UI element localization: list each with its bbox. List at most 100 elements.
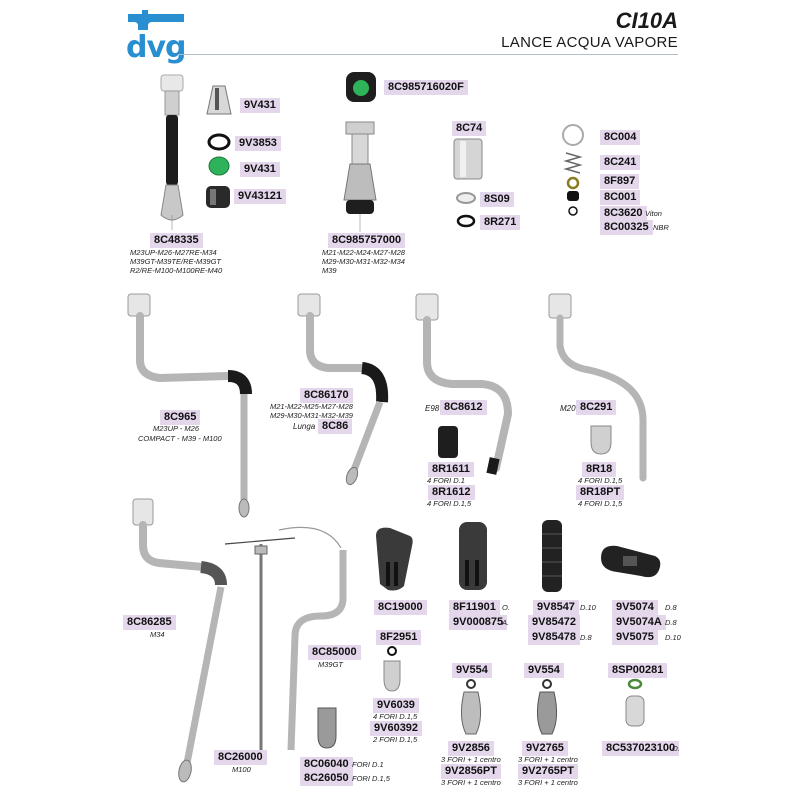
part-code: 8C26000 (214, 750, 267, 765)
part-code: 9V5074 (612, 600, 658, 615)
part-note: M29-M30-M31-M32-M34 (322, 257, 405, 266)
brand-logo: dvg (126, 8, 206, 65)
valve-parts-stack-image (562, 124, 584, 216)
document-title: LANCE ACQUA VAPORE (501, 34, 678, 51)
part-label: Lunga (293, 422, 316, 431)
part-note: M39 (322, 266, 337, 275)
part-code: 8R18 (582, 462, 617, 477)
part-note: D.8 (665, 618, 677, 627)
header-divider (178, 54, 678, 55)
part-code: 8C06040 (300, 757, 353, 772)
part-note: 4 FORI D.1,5 (373, 712, 418, 721)
part-code: 8C86170 (300, 388, 353, 403)
part-note: D.8 (665, 603, 677, 612)
part-note: FORI D.1 (352, 760, 384, 769)
part-code: 8C001 (600, 190, 641, 205)
faucet-icon (128, 10, 184, 30)
part-code: 9V85472 (528, 615, 581, 630)
part-code: 8C26050 (300, 771, 353, 786)
part-note: M29-M30-M31-M32-M39 (270, 411, 353, 420)
o-ring-image (456, 214, 476, 228)
part-note: 3 FORI + 1 centro (518, 778, 578, 787)
black-tip-image (438, 426, 458, 458)
part-note: 3 FORI + 1 centro (441, 778, 501, 787)
part-note: M39GT (318, 660, 344, 669)
steam-wand-8C965-image (127, 293, 252, 518)
part-note: M21-M22-M25-M27-M28 (270, 402, 353, 411)
part-note: M21-M22-M24-M27-M28 (322, 248, 405, 257)
part-code: 8C86 (318, 419, 353, 434)
part-code: 8C985757000 (328, 233, 406, 248)
cone-part-image (206, 85, 232, 115)
steam-tube-8C48335-image (160, 74, 184, 230)
part-code: 8C85000 (308, 645, 361, 660)
part-code: 9V60392 (370, 721, 423, 736)
part-note: COMPACT - M39 - M100 (138, 434, 222, 443)
part-code: 9V8547 (533, 600, 579, 615)
steam-wand-8C85000-image (224, 526, 347, 751)
steam-nozzle-image (343, 121, 377, 232)
part-code: 8F897 (600, 174, 640, 189)
steel-tip-image (590, 425, 612, 455)
tip-with-ring-image (383, 646, 401, 692)
part-note: O. (502, 603, 510, 612)
part-code: 8C241 (600, 155, 641, 170)
black-grip-image (459, 522, 487, 590)
part-code: 8R271 (480, 215, 521, 230)
part-code: 8C965 (160, 410, 201, 425)
part-code: 9V554 (524, 663, 564, 678)
part-note: M23UP-M26-M27RE-M34 (130, 248, 217, 257)
part-note: D.8 (580, 633, 592, 642)
logo-text: dvg (126, 30, 187, 65)
black-cap-image (206, 186, 230, 208)
part-label: M20 (560, 404, 576, 413)
part-code: 8C3620 (600, 206, 647, 221)
steam-wand-8C291-image (548, 293, 647, 482)
nut-image (453, 138, 483, 180)
part-code: 9V431 (240, 98, 280, 113)
steam-wand-8C86285-image (132, 498, 227, 783)
part-code: 8C19000 (374, 600, 427, 615)
part-code: 9V2765 (522, 741, 568, 756)
green-cap-image (208, 156, 230, 176)
green-ring-tip-image (625, 678, 645, 727)
steam-wand-8C86170-image (297, 293, 389, 486)
part-note: NBR (653, 223, 669, 232)
document-code: CI10A (615, 8, 678, 33)
steam-wand-8C8612-image (415, 293, 513, 475)
part-note: R2/RE-M100-M100RE-M40 (130, 266, 223, 275)
part-code: 8S09 (480, 192, 514, 207)
steel-nozzle-image (536, 679, 558, 735)
part-code: 9V5075 (612, 630, 658, 645)
steel-nozzle-image (460, 679, 482, 735)
part-code: 9V2856PT (441, 764, 501, 779)
part-code: 8SP00281 (608, 663, 668, 678)
part-code: 9V3853 (235, 136, 281, 151)
part-note: 4 FORI D.1 (427, 476, 465, 485)
part-code: 8R1612 (428, 485, 475, 500)
part-note: 3 FORI + 1 centro (518, 755, 578, 764)
ribbed-black-grip-image (542, 520, 562, 592)
part-code: 8F2951 (376, 630, 422, 645)
part-code: 8C48335 (150, 233, 203, 248)
washer-image (456, 192, 476, 204)
part-note: FORI D.1,5 (352, 774, 390, 783)
part-note: 4 FORI D.1,5 (578, 499, 623, 508)
part-code: 8R18PT (576, 485, 625, 500)
green-nozzle-cap-image (346, 72, 376, 102)
black-sleeve-image (376, 527, 413, 591)
part-code: 8F11901 (449, 600, 500, 615)
black-knob-image (601, 545, 661, 578)
part-code: 8C74 (452, 121, 487, 136)
part-note: A. (502, 618, 510, 627)
part-code: 9V431 (240, 162, 280, 177)
part-note: M34 (150, 630, 165, 639)
part-code: 8C985716020F (384, 80, 468, 95)
part-code: 8C291 (576, 400, 617, 415)
part-code: 9V6039 (373, 698, 419, 713)
tip-image (317, 707, 337, 749)
part-code: 8C004 (600, 130, 641, 145)
part-label: E98 (425, 404, 440, 413)
part-code: 8C86285 (123, 615, 176, 630)
part-code: 8C537023100 (602, 741, 680, 756)
